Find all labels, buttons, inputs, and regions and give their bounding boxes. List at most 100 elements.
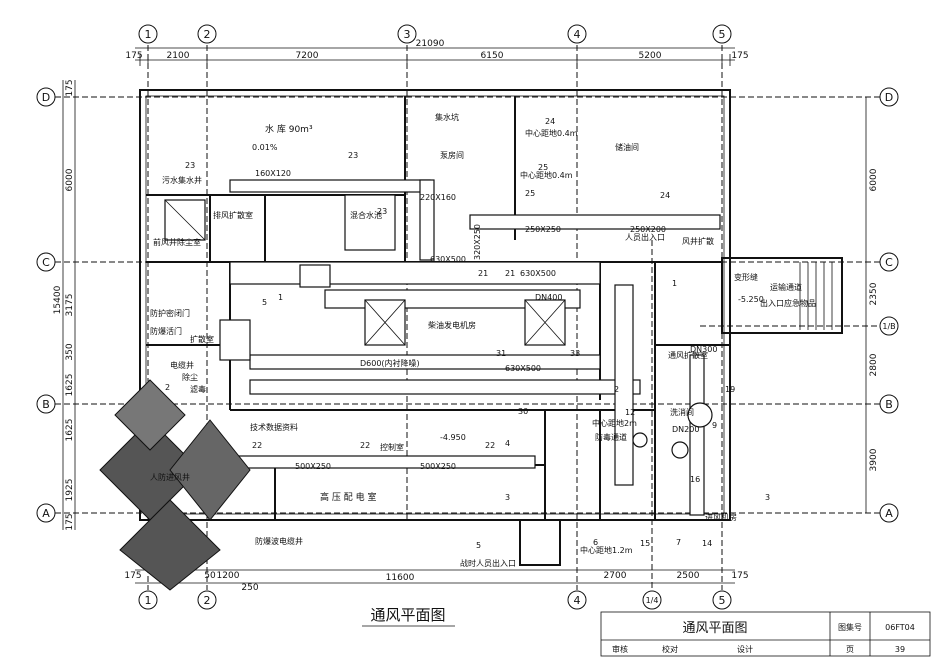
- axis-C-right: C: [885, 256, 893, 269]
- callout-6: 6: [593, 538, 598, 547]
- duct-size-labels: 160X120 220X160 630X500 250X250 250X200 …: [255, 169, 717, 471]
- dim-right-seg-3: 3900: [869, 448, 879, 471]
- duct-label-4: 250X200: [630, 225, 666, 234]
- label-exhaust-room: 排风扩散室: [213, 210, 253, 220]
- callout-4a: 4: [505, 439, 510, 448]
- axis-D-left: D: [42, 91, 50, 104]
- callout-30: 30: [518, 407, 528, 416]
- dim-bot-seg-4: 250: [241, 583, 258, 593]
- dim-bot-seg-7: 175: [731, 571, 748, 581]
- axis-1B-right: 1/B: [882, 322, 895, 331]
- bottom-dimensions: 175 2100 50 1200 250 11600 2700 2500 175: [124, 569, 749, 593]
- label-air-room: 进风机房: [705, 512, 737, 522]
- dim-left-seg-7: 175: [65, 513, 75, 530]
- callout-24a: 24: [545, 117, 555, 126]
- dim-top-seg-1: 2100: [167, 51, 190, 61]
- axis-B-left: B: [42, 398, 50, 411]
- duct-label-1: 220X160: [420, 193, 456, 202]
- label-note3: 扩散室: [190, 334, 214, 344]
- label-collect-pit: 集水坑: [435, 112, 459, 122]
- duct-label-9: DN400: [535, 293, 562, 302]
- label-vent-expand: 通风扩散室: [668, 350, 708, 360]
- axis-bubbles-top: 1 2 3 4 5: [138, 24, 732, 44]
- callout-1b: 1: [672, 279, 677, 288]
- label-elev2: -4.950: [440, 433, 466, 442]
- axis-C-left: C: [42, 256, 50, 269]
- axis-A-left: A: [42, 507, 50, 520]
- label-cable-well: 电缆井: [170, 360, 194, 370]
- callout-31: 31: [496, 349, 506, 358]
- label-tech: 技术数据资料: [250, 422, 298, 432]
- dim-right-seg-0: 6000: [869, 168, 879, 191]
- label-corridor: 防毒通道: [595, 432, 627, 442]
- dim-top-seg-4: 5200: [639, 51, 662, 61]
- label-entry-passage: 运输通道: [770, 282, 802, 292]
- duct-label-0: 160X120: [255, 169, 291, 178]
- axis-2-bottom: 2: [204, 594, 211, 607]
- title-block-page-no: 39: [895, 645, 905, 654]
- dim-bot-seg-3: 1200: [217, 571, 240, 581]
- dim-top-total: 21090: [416, 39, 445, 49]
- dim-left-seg-1: 6000: [65, 168, 75, 191]
- annotation-center-04: 中心距地0.4m: [525, 128, 578, 138]
- dim-right-seg-2: 2800: [869, 353, 879, 376]
- callout-2a: 2: [165, 383, 170, 392]
- label-transformer: 变形缝: [734, 272, 758, 282]
- label-fresh: 除尘: [182, 372, 198, 382]
- callout-7: 7: [676, 538, 681, 547]
- axis-2-top: 2: [204, 28, 211, 41]
- dim-left-seg-2: 3175: [65, 294, 75, 317]
- dim-left-seg-4: 1625: [65, 374, 75, 397]
- callout-33: 33: [570, 349, 580, 358]
- duct-label-3: 250X250: [525, 225, 561, 234]
- annotation-center-04b: 中心距地0.4m: [520, 170, 573, 180]
- callout-15: 15: [640, 539, 650, 548]
- dim-left-seg-5: 1625: [65, 419, 75, 442]
- label-elev: -5.250: [738, 295, 764, 304]
- callout-16: 16: [690, 475, 700, 484]
- duct-label-11: DN300: [690, 345, 717, 354]
- label-sand: 滤毒: [190, 384, 206, 394]
- label-entry-sub: 出入口应急物品: [760, 298, 816, 308]
- label-sump: 混合水池: [350, 210, 382, 220]
- axis-1-4-bottom: 1/4: [646, 596, 659, 605]
- duct-label-13: 320X250: [473, 224, 482, 260]
- callout-5a: 5: [262, 298, 267, 307]
- dim-left-total: 15400: [53, 285, 63, 314]
- hatched-blast-panels: [99, 379, 251, 591]
- callout-23c: 23: [377, 207, 387, 216]
- callout-19: 19: [725, 385, 735, 394]
- dim-top-seg-0: 175: [125, 51, 142, 61]
- callout-2b: 2: [614, 385, 619, 394]
- label-manhole: 人防进风井: [150, 472, 190, 482]
- dim-bot-seg-0: 175: [124, 571, 141, 581]
- dim-right-seg-1: 2350: [869, 282, 879, 305]
- room-labels: 水 库 90m³ 0.01% 污水集水井 集水坑 泵房间 储油间 排风扩散室 混…: [150, 112, 816, 568]
- duct-label-2: 630X500: [430, 255, 466, 264]
- callout-21b: 21: [505, 269, 515, 278]
- left-dimensions: 15400 175 6000 3175 350 1625 1625 1925 1…: [53, 79, 76, 531]
- axis-3-top: 3: [404, 28, 411, 41]
- title-block-review: 审核: [612, 644, 628, 654]
- axis-4-bottom: 4: [574, 594, 581, 607]
- callout-25a: 25: [538, 163, 548, 172]
- dim-bot-total: 11600: [386, 573, 415, 583]
- axis-B-right: B: [885, 398, 893, 411]
- dim-left-seg-0: 175: [65, 79, 75, 96]
- axis-bubbles-left: D C B A: [36, 87, 56, 523]
- axis-A-right: A: [885, 507, 893, 520]
- callout-3b: 3: [765, 493, 770, 502]
- axis-4-top: 4: [574, 28, 581, 41]
- callout-9: 9: [712, 421, 717, 430]
- axis-bubbles-bottom: 1 2 4 1/4 5: [138, 590, 732, 610]
- axis-1-bottom: 1: [145, 594, 152, 607]
- label-water-tank: 水 库 90m³: [265, 123, 313, 135]
- duct-label-6: D600(内衬降噪): [360, 358, 420, 368]
- callout-12: 12: [625, 408, 635, 417]
- title-block: 通风平面图 图集号 06FT04 审核 校对 设计 页 39: [600, 611, 931, 657]
- annotations: 中心距地0.4m 中心距地0.4m 中心距地1.2m 中心距地2m: [520, 128, 637, 555]
- dim-left-seg-6: 1925: [65, 479, 75, 502]
- label-plant-shaft: 防爆波电缆井: [255, 536, 303, 546]
- label-drainage-well: 污水集水井: [162, 175, 202, 185]
